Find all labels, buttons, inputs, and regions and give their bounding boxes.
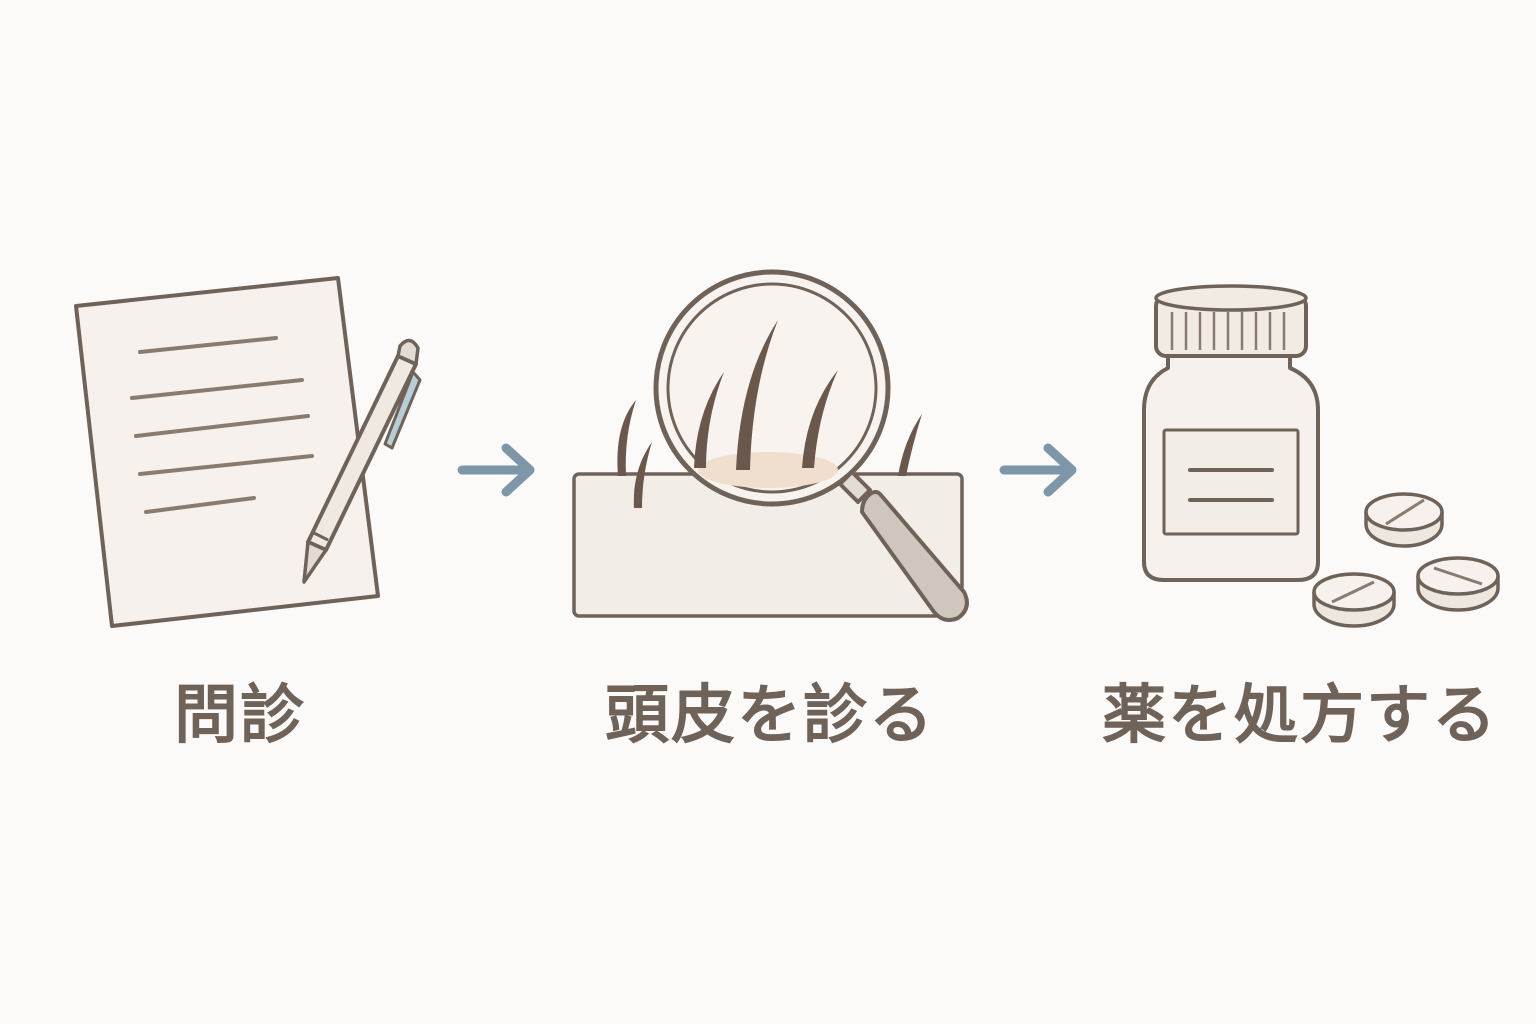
scalp-magnifier-icon <box>572 269 969 622</box>
pen-icon <box>302 338 422 584</box>
arrow-right-icon <box>999 443 1077 497</box>
bottle-cap-ridges <box>1170 312 1286 350</box>
step-label-prescribe: 薬を処方する <box>1102 679 1498 753</box>
bottle-cap-top <box>1154 284 1308 312</box>
medicine-bottle-pills-icon <box>1142 284 1500 628</box>
pill-icon <box>1364 492 1444 548</box>
magnifier-neck <box>838 470 872 504</box>
pen-cap <box>396 338 420 366</box>
bottle-label <box>1162 428 1300 536</box>
magnified-hair-strands <box>694 320 838 470</box>
questionnaire-with-pen-icon <box>74 276 422 628</box>
paper-sheet <box>74 276 380 628</box>
arrow-right-icon <box>457 443 535 497</box>
step-label-scalp-exam: 頭皮を診る <box>605 679 935 753</box>
magnifier-icon <box>653 269 969 622</box>
pen-clip <box>383 370 422 450</box>
scalp-closeup <box>698 452 838 488</box>
magnifier-handle <box>860 490 969 622</box>
pill-icon <box>1416 556 1500 612</box>
pen-tip <box>302 540 328 584</box>
magnifier-lens-inner <box>666 282 878 494</box>
bottle-label-lines <box>1188 468 1274 502</box>
outer-hair-strands <box>617 400 922 508</box>
paper-text-lines <box>130 336 314 514</box>
step-label-inquiry: 問診 <box>174 679 306 753</box>
magnifier-lens <box>653 269 891 507</box>
pill-icon <box>1312 572 1396 628</box>
